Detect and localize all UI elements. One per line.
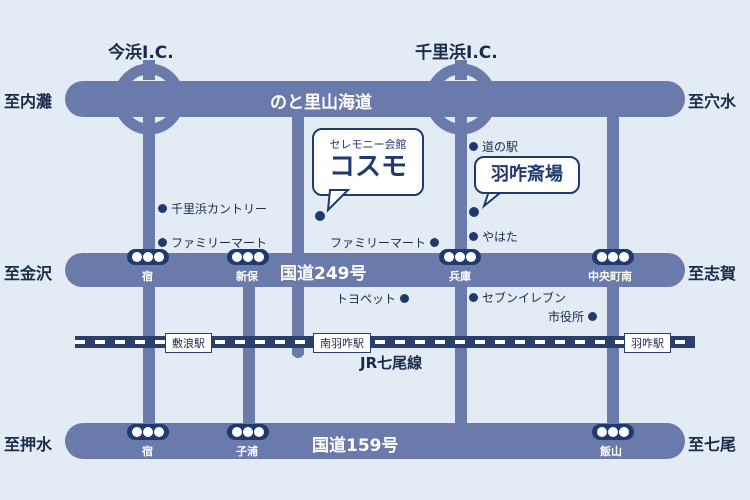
poi-yahata: やはた bbox=[469, 228, 518, 245]
signal-label-bot-1: 宿 bbox=[142, 445, 153, 458]
interchange-label-right: 千里浜I.C. bbox=[415, 43, 498, 63]
destination-bottom-right: 至七尾 bbox=[688, 435, 737, 454]
ic-stub-right bbox=[455, 60, 467, 80]
poi-dot-icon bbox=[469, 293, 478, 302]
road-bottom bbox=[65, 423, 685, 459]
poi-dot-icon bbox=[469, 232, 478, 241]
destination-top-left: 至内灘 bbox=[4, 92, 53, 111]
station-minami-hakui: 南羽咋駅 bbox=[313, 333, 371, 353]
callout-cosmo: セレモニー会館 コスモ bbox=[312, 128, 424, 196]
road-label-middle: 国道249号 bbox=[280, 264, 367, 284]
vertical-road-2 bbox=[243, 262, 255, 455]
signal-icon bbox=[439, 249, 481, 265]
signal-icon bbox=[127, 249, 169, 265]
poi-toyopet: トヨペット bbox=[336, 290, 410, 307]
station-shikinami: 敷浪駅 bbox=[165, 333, 212, 353]
signal-label-mid-1: 宿 bbox=[142, 270, 153, 283]
signal-icon bbox=[227, 424, 269, 440]
road-top bbox=[65, 81, 685, 117]
poi-dot-icon bbox=[469, 142, 478, 151]
signal-icon bbox=[227, 249, 269, 265]
station-hakui: 羽咋駅 bbox=[624, 333, 671, 353]
poi-dot-icon bbox=[400, 294, 410, 303]
vertical-road-3 bbox=[292, 100, 304, 355]
signal-label-mid-3: 兵庫 bbox=[449, 270, 471, 283]
ic-stub-left bbox=[143, 60, 155, 80]
road-end-cap bbox=[292, 346, 304, 358]
signal-label-mid-2: 新保 bbox=[236, 270, 258, 283]
destination-top-right: 至穴水 bbox=[688, 92, 737, 111]
signal-label-bot-2: 子浦 bbox=[236, 445, 258, 458]
road-middle bbox=[65, 253, 685, 287]
destination-bottom-left: 至押水 bbox=[4, 435, 53, 454]
poi-dot-icon bbox=[158, 238, 167, 247]
callout-cosmo-title: コスモ bbox=[328, 152, 407, 182]
destination-middle-left: 至金沢 bbox=[4, 264, 53, 283]
signal-label-mid-4: 中央町南 bbox=[588, 270, 632, 283]
railway-label: JR七尾線 bbox=[360, 354, 423, 372]
poi-city-hall: 市役所 bbox=[548, 308, 598, 325]
poi-michinoeki: 道の駅 bbox=[469, 138, 518, 155]
callout-cosmo-subtitle: セレモニー会館 bbox=[329, 138, 407, 151]
callout-hakui-saijo: 羽咋斎場 bbox=[474, 156, 580, 194]
poi-seven-eleven: セブンイレブン bbox=[469, 289, 566, 306]
destination-middle-right: 至志賀 bbox=[688, 264, 737, 283]
road-label-bottom: 国道159号 bbox=[312, 436, 399, 456]
poi-familymart-1: ファミリーマート bbox=[158, 234, 267, 251]
signal-icon bbox=[127, 424, 169, 440]
poi-familymart-2: ファミリーマート bbox=[330, 234, 440, 251]
poi-dot-icon bbox=[158, 204, 167, 213]
poi-chirihama-country: 千里浜カントリー bbox=[158, 200, 267, 217]
signal-icon bbox=[592, 424, 634, 440]
road-label-top: のと里山海道 bbox=[270, 93, 372, 113]
hakui-saijo-location-dot bbox=[469, 207, 479, 217]
poi-dot-icon bbox=[588, 312, 598, 321]
signal-label-bot-3: 飯山 bbox=[600, 445, 622, 458]
signal-icon bbox=[592, 249, 634, 265]
cosmo-location-dot bbox=[315, 211, 325, 221]
interchange-label-left: 今浜I.C. bbox=[108, 43, 174, 63]
poi-dot-icon bbox=[430, 238, 440, 247]
